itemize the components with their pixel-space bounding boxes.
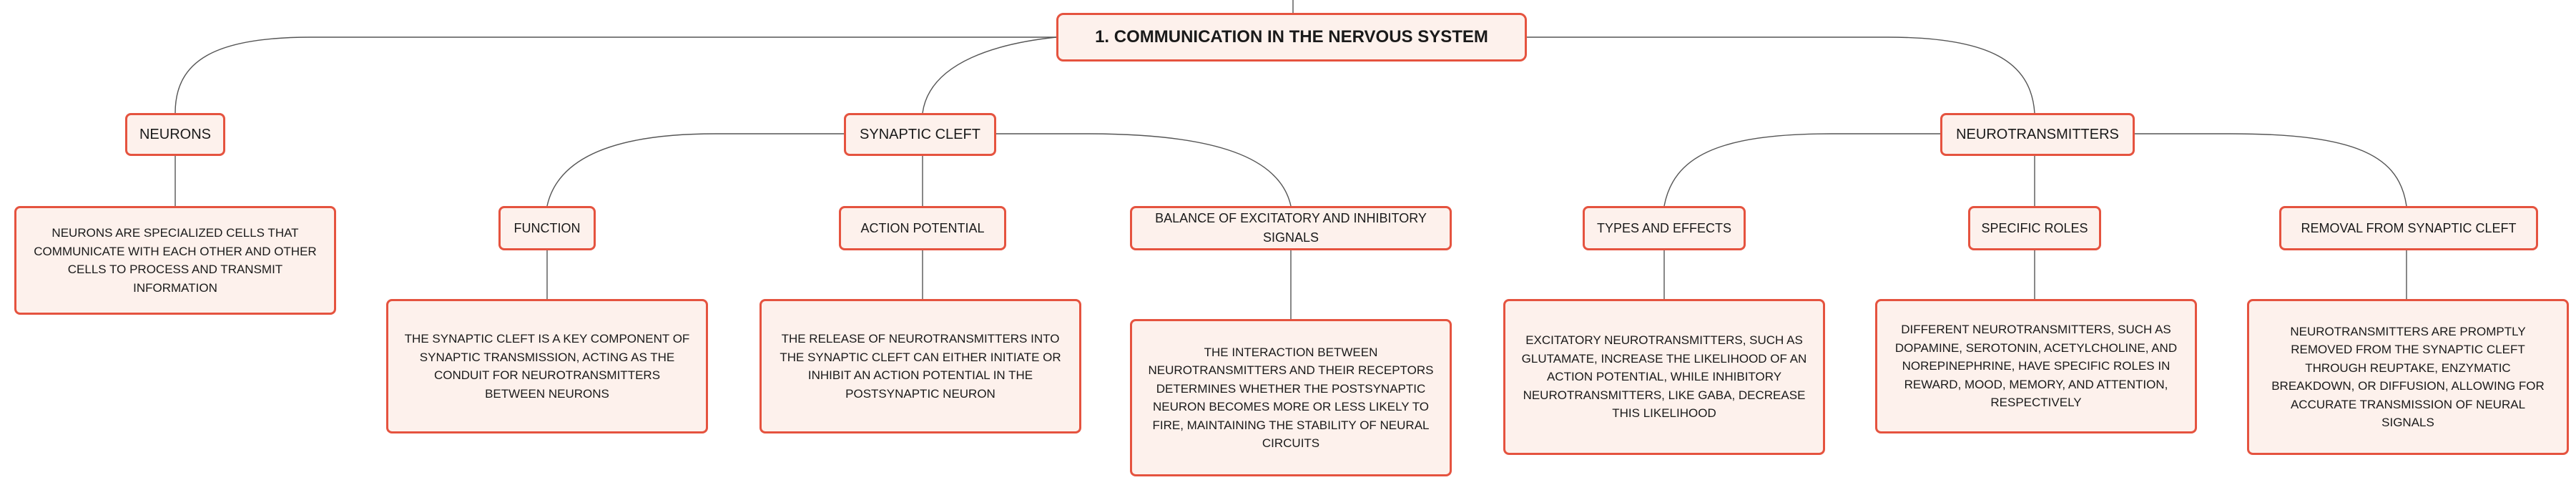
subtopic-function[interactable]: FUNCTION: [498, 206, 596, 250]
topic-neurotransmitters[interactable]: NEUROTRANSMITTERS: [1940, 113, 2135, 156]
topic-neurons[interactable]: NEURONS: [125, 113, 225, 156]
connector-nt-types: [1663, 133, 1940, 207]
types-and-effects-description[interactable]: EXCITATORY NEUROTRANSMITTERS, SUCH AS GL…: [1503, 299, 1825, 455]
connector-root-neurotransmitters: [1527, 36, 2035, 114]
subtopic-types-and-effects[interactable]: TYPES AND EFFECTS: [1583, 206, 1746, 250]
subtopic-action-potential[interactable]: ACTION POTENTIAL: [839, 206, 1006, 250]
topic-synaptic-cleft[interactable]: SYNAPTIC CLEFT: [844, 113, 996, 156]
function-description[interactable]: THE SYNAPTIC CLEFT IS A KEY COMPONENT OF…: [386, 299, 708, 433]
subtopic-removal-from-synaptic-cleft[interactable]: REMOVAL FROM SYNAPTIC CLEFT: [2279, 206, 2538, 250]
connector-root-neurons: [174, 36, 1056, 114]
removal-description[interactable]: NEUROTRANSMITTERS ARE PROMPTLY REMOVED F…: [2247, 299, 2569, 455]
connector-synaptic-balance: [996, 133, 1292, 207]
connector-nt-removal: [2135, 133, 2407, 207]
specific-roles-description[interactable]: DIFFERENT NEUROTRANSMITTERS, SUCH AS DOP…: [1875, 299, 2197, 433]
root-topic[interactable]: 1. COMMUNICATION IN THE NERVOUS SYSTEM: [1056, 13, 1527, 62]
connector-synaptic-function: [546, 133, 844, 207]
neurons-description[interactable]: NEURONS ARE SPECIALIZED CELLS THAT COMMU…: [14, 206, 336, 315]
subtopic-specific-roles[interactable]: SPECIFIC ROLES: [1968, 206, 2101, 250]
action-potential-description[interactable]: THE RELEASE OF NEUROTRANSMITTERS INTO TH…: [759, 299, 1081, 433]
balance-description[interactable]: THE INTERACTION BETWEEN NEUROTRANSMITTER…: [1130, 319, 1452, 476]
connector-root-synaptic-cleft: [922, 36, 1057, 114]
subtopic-balance-of-signals[interactable]: BALANCE OF EXCITATORY AND INHIBITORY SIG…: [1130, 206, 1452, 250]
